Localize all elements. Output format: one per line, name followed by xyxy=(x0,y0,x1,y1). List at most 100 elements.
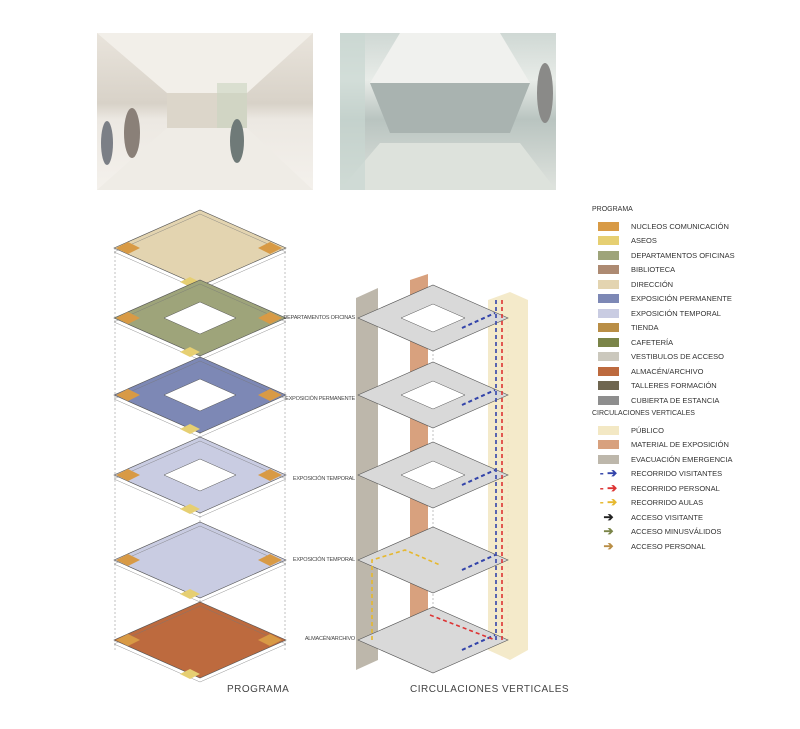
legend-label: EXPOSICIÓN PERMANENTE xyxy=(631,294,732,304)
legend-item: TALLERES FORMACIÓN xyxy=(592,379,735,394)
route-visitantes xyxy=(461,554,496,571)
floor-plate-circulacion xyxy=(357,606,509,674)
route-visitantes xyxy=(461,469,496,486)
core-nucleo xyxy=(258,242,282,254)
legend-item: DIRECCIÓN xyxy=(592,277,735,292)
route-personal-lower xyxy=(429,614,496,641)
render-atrium xyxy=(340,33,556,190)
core-nucleo xyxy=(258,554,282,566)
legend-label: DEPARTAMENTOS OFICINAS xyxy=(631,250,735,260)
arrow-icon: ➔ xyxy=(603,524,614,539)
render-gallery-corridor xyxy=(97,33,313,190)
route-aulas xyxy=(371,549,441,640)
floor-label-1: DEPARTAMENTOS OFICINAS xyxy=(283,315,355,321)
legend-circulaciones-title: CIRCULACIONES VERTICALES xyxy=(592,410,695,417)
floor-edge xyxy=(113,440,287,518)
core-nucleo xyxy=(258,469,282,481)
legend-item: TIENDA xyxy=(592,321,735,336)
floor-label-2: EXPOSICIÓN PERMANENTE xyxy=(285,396,355,402)
legend-label: CUBIERTA DE ESTANCIA xyxy=(631,395,720,405)
floor-plate-programa xyxy=(113,521,287,599)
core-nucleo xyxy=(116,312,140,324)
legend-swatch xyxy=(598,454,619,464)
floor-edge xyxy=(113,525,287,603)
legend-programa: PROGRAMA NUCLEOS COMUNICACIÓN ASEOS DEPART… xyxy=(592,206,735,408)
legend-label: RECORRIDO VISITANTES xyxy=(631,469,723,479)
core-nucleo xyxy=(116,554,140,566)
legend-swatch xyxy=(598,425,619,435)
floor-void xyxy=(163,458,237,492)
legend-swatch xyxy=(598,250,619,260)
legend-label: CAFETERÍA xyxy=(631,337,674,347)
legend-swatch xyxy=(598,236,619,246)
core-nucleo xyxy=(258,634,282,646)
core-nucleo xyxy=(116,242,140,254)
legend-label: EVACUACIÓN EMERGENCIA xyxy=(631,454,733,464)
legend-label: MATERIAL DE EXPOSICIÓN xyxy=(631,440,729,450)
floor-label-3: EXPOSICIÓN TEMPORAL xyxy=(292,476,355,482)
legend-label: RECORRIDO AULAS xyxy=(631,498,704,508)
legend-label: TALLERES FORMACIÓN xyxy=(631,381,717,391)
core-publico xyxy=(488,292,528,660)
legend-swatch xyxy=(598,440,619,450)
arrow-icon: ➔ xyxy=(603,538,614,553)
legend-swatch xyxy=(598,308,619,318)
legend-swatch xyxy=(598,265,619,275)
legend-swatch xyxy=(598,294,619,304)
legend-item: VESTIBULOS DE ACCESO xyxy=(592,350,735,365)
legend-item: ASEOS xyxy=(592,234,735,249)
floor-void xyxy=(400,303,466,333)
legend-swatch xyxy=(598,395,619,405)
floor-void xyxy=(163,301,237,335)
legend-label: ASEOS xyxy=(631,236,657,246)
legend-item: EVACUACIÓN EMERGENCIA xyxy=(592,452,733,467)
legend-label: EXPOSICIÓN TEMPORAL xyxy=(631,308,721,318)
floor-void xyxy=(400,380,466,410)
legend-item: NUCLEOS COMUNICACIÓN xyxy=(592,219,735,234)
core-nucleo xyxy=(258,389,282,401)
floor-edge xyxy=(113,213,287,291)
floor-label-4: EXPOSICIÓN TEMPORAL xyxy=(292,557,355,563)
legend-label: DIRECCIÓN xyxy=(631,279,674,289)
caption-circulaciones: CIRCULACIONES VERTICALES xyxy=(410,684,570,695)
legend-item: MATERIAL DE EXPOSICIÓN xyxy=(592,438,733,453)
legend-swatch xyxy=(598,352,619,362)
core-aseo xyxy=(180,424,200,434)
legend-label: ACCESO PERSONAL xyxy=(631,541,706,551)
legend-label: ACCESO VISITANTE xyxy=(631,512,703,522)
legend-item: - ➔ RECORRIDO AULAS xyxy=(592,496,733,511)
core-aseo xyxy=(180,347,200,357)
floor-plate-programa xyxy=(113,601,287,679)
floor-edge xyxy=(113,283,287,361)
core-nucleo xyxy=(116,469,140,481)
arrow-icon: - ➔ xyxy=(599,466,618,481)
floor-plate-circulacion xyxy=(357,526,509,594)
core-aseo xyxy=(180,669,200,679)
arrow-icon: - ➔ xyxy=(599,495,618,510)
floor-plate-programa xyxy=(113,209,287,287)
legend-label: NUCLEOS COMUNICACIÓN xyxy=(631,221,729,231)
legend-item: - ➔ RECORRIDO VISITANTES xyxy=(592,467,733,482)
legend-item: ➔ ACCESO PERSONAL xyxy=(592,539,733,554)
legend-programa-title: PROGRAMA xyxy=(592,206,633,213)
caption-programa: PROGRAMA xyxy=(227,684,290,695)
route-visitantes xyxy=(461,389,496,406)
arrow-icon: ➔ xyxy=(603,509,614,524)
legend-item: ➔ACCESO MINUSVÁLIDOS xyxy=(592,525,733,540)
legend-label: VESTIBULOS DE ACCESO xyxy=(631,352,724,362)
core-aseo xyxy=(180,589,200,599)
atrium-render-drawing xyxy=(340,33,556,190)
floor-void xyxy=(400,460,466,490)
core-nucleo xyxy=(116,389,140,401)
legend-item: EXPOSICIÓN PERMANENTE xyxy=(592,292,735,307)
legend-swatch xyxy=(598,366,619,376)
core-nucleo xyxy=(258,312,282,324)
corridor-render-drawing xyxy=(97,33,313,190)
legend-swatch xyxy=(598,221,619,231)
legend-label: RECORRIDO PERSONAL xyxy=(631,483,720,493)
floor-void xyxy=(163,378,237,412)
route-visitantes xyxy=(461,312,496,329)
